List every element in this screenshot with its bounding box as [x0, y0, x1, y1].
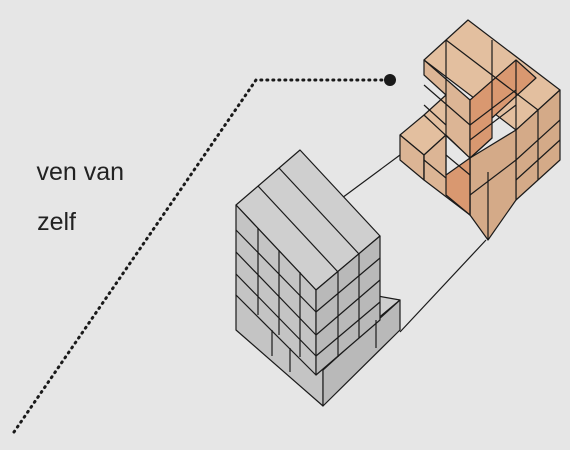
callout-dot: [384, 74, 396, 86]
caption-line-1: ven van: [36, 158, 124, 186]
beige-grid-lines: [423, 39, 561, 240]
caption-line-2: zelf: [37, 208, 76, 236]
dotted-leader-line: [12, 78, 390, 434]
grey-grid-lines: [235, 167, 381, 372]
grey-block-structure: [235, 149, 401, 407]
beige-block-structure: [399, 19, 561, 241]
caption-text: ven van zelf: [0, 156, 140, 246]
